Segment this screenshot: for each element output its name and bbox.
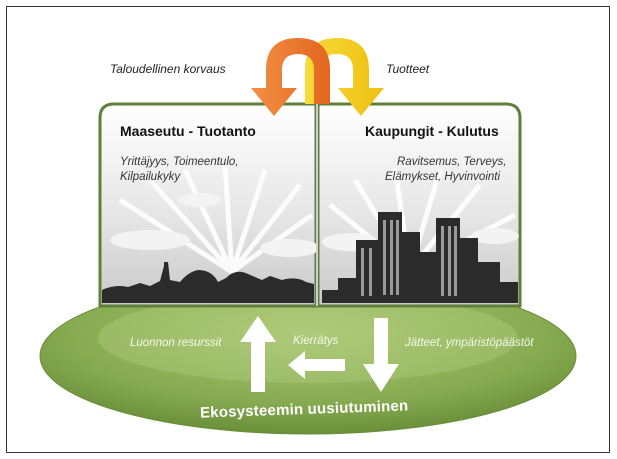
products-label: Tuotteet (386, 62, 430, 76)
rural-silhouette (102, 262, 314, 303)
diagram-frame (6, 6, 610, 453)
rural-panel-subtitle-1: Yrittäjyys, Toimeentulo, (120, 156, 239, 168)
rural-panel-subtitle-2: Kilpailukyky (120, 171, 181, 183)
orange-compensation-arrow (251, 38, 330, 116)
recycling-label: Kierrätys (293, 335, 339, 347)
urban-windows (361, 220, 457, 296)
waste-emissions-label: Jätteet, ympäristöpäästöt (405, 337, 534, 349)
rural-panel-title: Maaseutu - Tuotanto (120, 123, 256, 139)
natural-resources-label: Luonnon resurssit (130, 337, 222, 349)
urban-panel-subtitle-2: Elämykset, Hyvinvointi (385, 171, 501, 183)
rural-sun-rays (118, 164, 314, 275)
urban-panel-title: Kaupungit - Kulutus (365, 123, 499, 139)
recycling-left-arrow (288, 351, 345, 379)
ecosystem-ground-highlight (98, 293, 518, 383)
waste-down-arrow (363, 318, 399, 392)
urban-panel (316, 102, 522, 308)
resources-up-arrow (240, 316, 276, 392)
rural-clouds (110, 193, 320, 257)
compensation-label: Taloudellinen korvaus (110, 62, 226, 76)
rural-panel (98, 102, 320, 308)
rural-silo (164, 262, 168, 282)
urban-panel-subtitle-1: Ravitsemus, Terveys, (397, 156, 507, 168)
